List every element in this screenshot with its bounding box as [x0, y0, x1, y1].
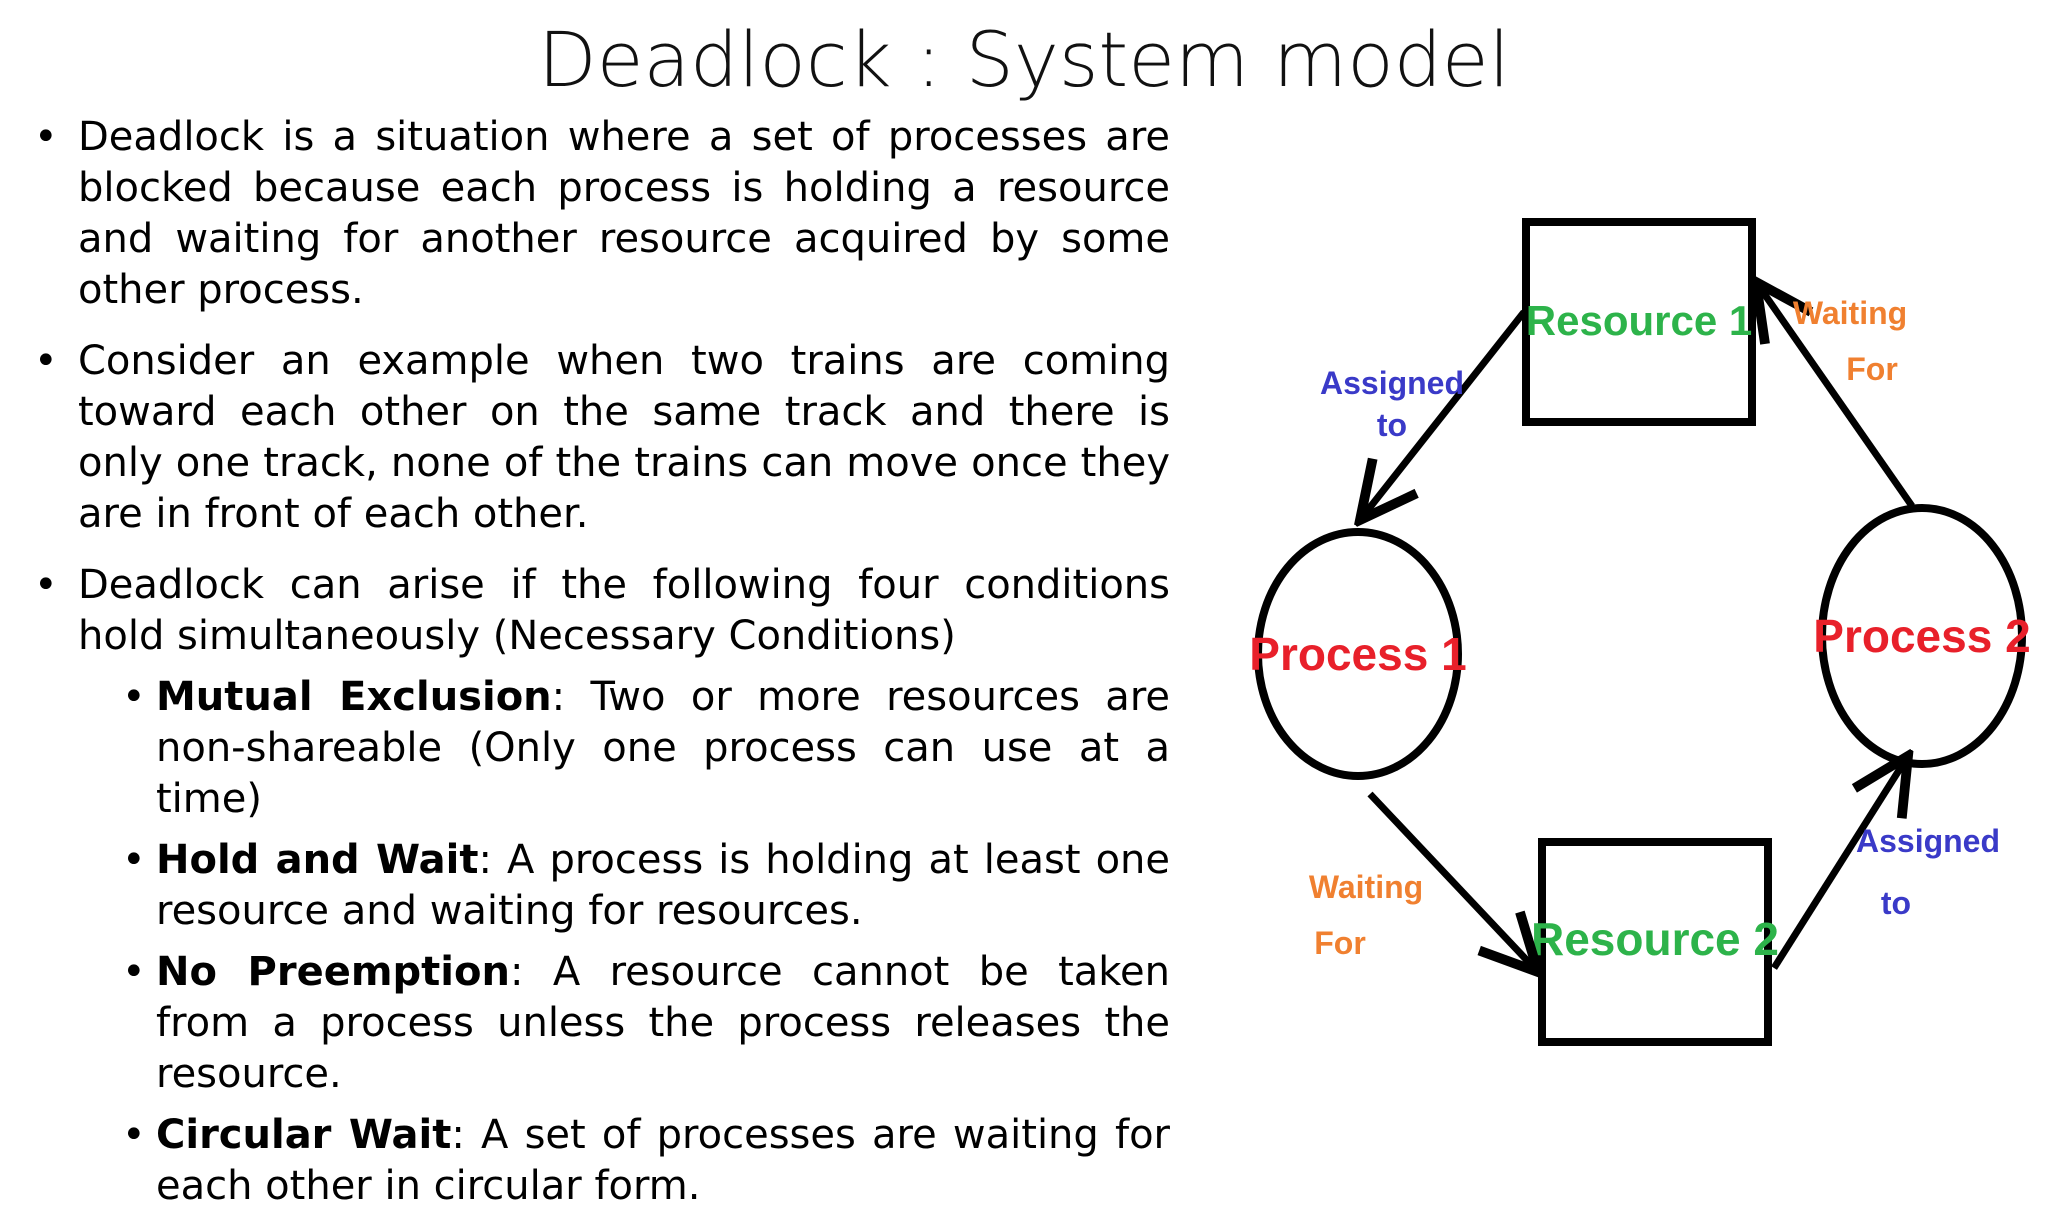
label-waiting-bottom-for: For: [1314, 925, 1366, 961]
condition-desc: : A resource cannot be taken from a proc…: [156, 949, 1170, 1097]
deadlock-diagram: Resource 1 Resource 2 Process 1 Process …: [1249, 218, 2031, 1046]
slide: Deadlock : System model Deadlock is a si…: [0, 0, 2048, 1152]
condition-no-preemption: No Preemption: A resource cannot be take…: [122, 947, 1170, 1100]
condition-circular-wait: Circular Wait: A set of processes are wa…: [122, 1110, 1170, 1212]
arrow-resource2-to-process2: [1771, 756, 1908, 970]
condition-term: Circular Wait: [156, 1112, 452, 1158]
bullet-necessary-conditions-text: Deadlock can arise if the following four…: [78, 562, 1170, 659]
bullet-train-example: Consider an example when two trains are …: [30, 336, 1170, 540]
condition-hold-and-wait: Hold and Wait: A process is holding at l…: [122, 835, 1171, 937]
label-assigned-top-to: to: [1377, 407, 1407, 443]
slide-title: Deadlock : System model: [538, 15, 1510, 104]
condition-desc: : A process is holding at least one reso…: [156, 837, 1171, 934]
resource-2-box: [1538, 838, 1772, 1046]
bullet-necessary-conditions: Deadlock can arise if the following four…: [30, 560, 1170, 1212]
condition-mutual-exclusion: Mutual Exclusion: Two or more resources …: [122, 672, 1170, 825]
slide-content: Deadlock is a situation where a set of p…: [30, 112, 1170, 1232]
process-2-label: Process 2: [1813, 610, 2030, 662]
label-waiting-bottom: Waiting: [1309, 869, 1423, 905]
label-waiting-top-for: For: [1846, 351, 1898, 387]
resource-2-label: Resource 2: [1531, 913, 1779, 965]
bullet-list: Deadlock is a situation where a set of p…: [30, 112, 1170, 1212]
process-1-label: Process 1: [1249, 628, 1466, 680]
label-waiting-top: Waiting: [1793, 295, 1907, 331]
condition-term: Mutual Exclusion: [156, 674, 552, 720]
condition-desc: : Two or more resources are non-shareabl…: [156, 674, 1170, 822]
arrow-resource1-to-process1: [1360, 309, 1527, 520]
resource-1-label: Resource 1: [1526, 297, 1752, 344]
conditions-list: Mutual Exclusion: Two or more resources …: [78, 672, 1170, 1212]
condition-term: No Preemption: [156, 949, 510, 995]
process-1-circle: [1254, 528, 1462, 780]
label-assigned-bottom: Assigned: [1856, 823, 2000, 859]
arrow-process1-to-resource2: [1367, 791, 1538, 972]
arrow-process2-to-resource1: [1756, 282, 1915, 509]
condition-term: Hold and Wait: [156, 837, 479, 883]
label-assigned-top: Assigned: [1320, 365, 1464, 401]
process-2-circle: [1818, 504, 2026, 768]
bullet-deadlock-definition: Deadlock is a situation where a set of p…: [30, 112, 1170, 316]
label-assigned-bottom-to: to: [1881, 885, 1911, 921]
